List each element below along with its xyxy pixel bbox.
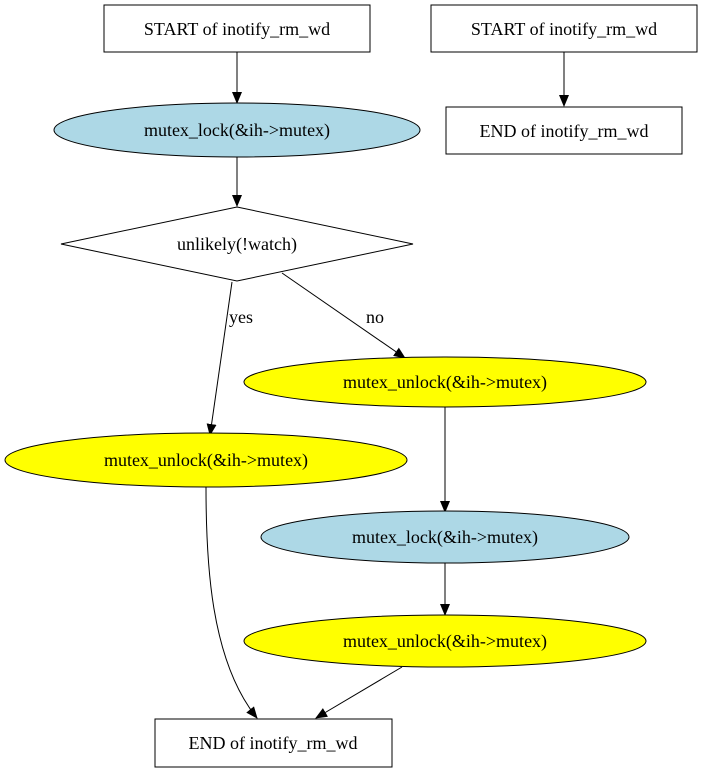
unlock-yes-ellipse: [4, 432, 408, 488]
end1-label: END of inotify_rm_wd: [189, 733, 358, 753]
start2-label: START of inotify_rm_wd: [471, 19, 657, 39]
node-unlock-no: mutex_unlock(&ih->mutex): [243, 356, 647, 408]
start2-box: [430, 4, 698, 53]
lock2-label: mutex_lock(&ih->mutex): [352, 527, 538, 548]
unlock-final-ellipse: [243, 614, 647, 668]
edge-unlock-final-end1: [315, 666, 403, 719]
edge-decision-unlock-no: [281, 272, 406, 359]
node-lock1: mutex_lock(&ih->mutex): [53, 102, 421, 158]
lock1-ellipse: [53, 102, 421, 158]
start1-label: START of inotify_rm_wd: [144, 19, 330, 39]
node-decision: unlikely(!watch): [60, 206, 414, 282]
node-end1: END of inotify_rm_wd: [154, 718, 393, 768]
unlock-no-ellipse: [243, 356, 647, 408]
unlock-no-label: mutex_unlock(&ih->mutex): [343, 372, 547, 393]
edge-unlock-yes-end1: [205, 486, 258, 719]
edges: [205, 52, 569, 719]
unlock-final-label: mutex_unlock(&ih->mutex): [343, 631, 547, 652]
edge-decision-unlock-yes: [206, 281, 233, 436]
start1-box: [103, 4, 371, 53]
unlock-yes-label: mutex_unlock(&ih->mutex): [104, 450, 308, 471]
node-lock2: mutex_lock(&ih->mutex): [260, 510, 630, 564]
edge-label-no: no: [366, 307, 384, 327]
decision-label: unlikely(!watch): [177, 234, 297, 255]
edge-label-yes: yes: [229, 307, 253, 327]
node-start1: START of inotify_rm_wd: [103, 4, 371, 53]
lock2-ellipse: [260, 510, 630, 564]
node-end2: END of inotify_rm_wd: [445, 106, 683, 155]
decision-diamond: [60, 206, 414, 282]
end2-box: [445, 106, 683, 155]
node-unlock-yes: mutex_unlock(&ih->mutex): [4, 432, 408, 488]
end2-label: END of inotify_rm_wd: [480, 121, 649, 141]
node-start2: START of inotify_rm_wd: [430, 4, 698, 53]
end1-box: [154, 718, 393, 768]
node-unlock-final: mutex_unlock(&ih->mutex): [243, 614, 647, 668]
lock1-label: mutex_lock(&ih->mutex): [144, 120, 330, 141]
